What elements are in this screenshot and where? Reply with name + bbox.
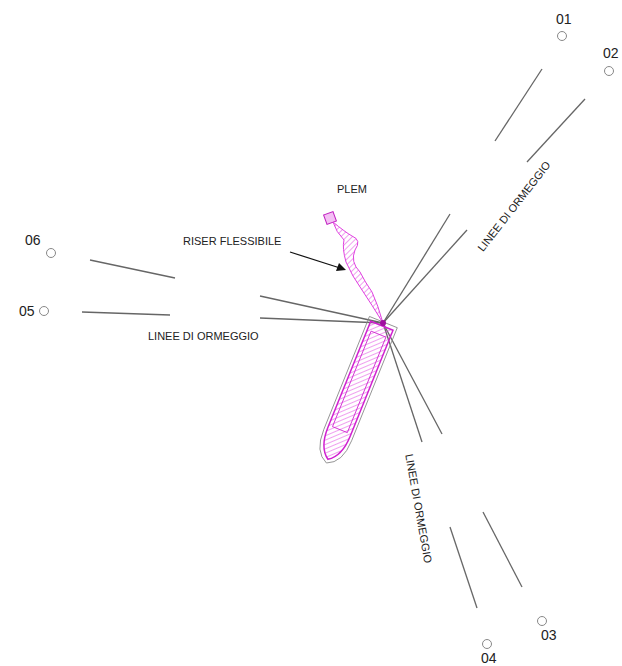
anchor-number: 06 xyxy=(25,233,41,247)
part-label: LINEE DI ORMEGGIO xyxy=(403,451,434,566)
anchor-points xyxy=(40,32,614,649)
mooring-lines xyxy=(82,69,585,608)
anchor-number: 03 xyxy=(541,628,557,642)
flexible-riser xyxy=(324,212,386,326)
part-label: PLEM xyxy=(337,184,367,195)
anchor-number: 02 xyxy=(603,46,619,60)
callout-arrow xyxy=(290,252,346,271)
part-label: RISER FLESSIBILE xyxy=(183,236,281,247)
part-label: LINEE DI ORMEGGIO xyxy=(474,157,553,254)
anchor-number: 01 xyxy=(556,12,572,26)
vessel xyxy=(313,316,398,468)
part-label: LINEE DI ORMEGGIO xyxy=(148,331,259,342)
anchor-number: 04 xyxy=(481,651,497,665)
anchor-number: 05 xyxy=(19,304,35,318)
